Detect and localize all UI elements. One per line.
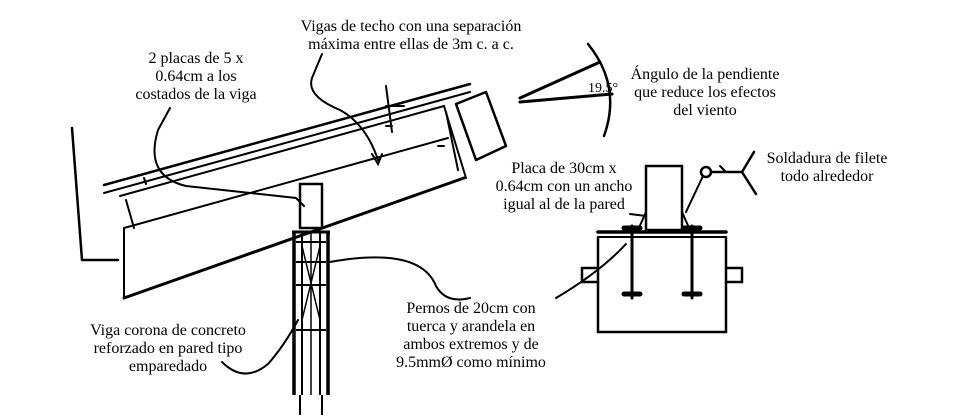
weld-leader xyxy=(685,175,704,213)
label-pernos: Pernos de 20cm con tuerca y arandela en … xyxy=(396,300,546,371)
bond-beam-column xyxy=(292,182,330,415)
weld-fillet-mark xyxy=(719,165,727,173)
angle-line-horizontal xyxy=(518,92,614,104)
tie-1 xyxy=(125,199,135,229)
leader-pernos-right xyxy=(555,243,627,299)
weld-tail xyxy=(740,150,758,196)
flange-right xyxy=(724,266,744,284)
tick-a xyxy=(143,177,147,185)
leader-vigas xyxy=(310,53,379,161)
beam-web-top xyxy=(123,137,449,229)
angle-line-slope xyxy=(518,60,602,100)
tie-2 xyxy=(385,85,393,133)
label-angulo-pendiente: Ángulo de la pendiente que reduce los ef… xyxy=(630,66,780,119)
leader-lines xyxy=(153,53,647,375)
beam-section-box xyxy=(454,90,508,162)
roof-cover-line-2 xyxy=(103,91,471,194)
leader-viga-corona xyxy=(221,319,299,375)
flange-left xyxy=(580,266,600,284)
column-cross-2 xyxy=(301,245,321,321)
leader-placa-30 xyxy=(629,213,647,217)
roof-assembly xyxy=(70,82,508,300)
label-angulo-valor: 19.5° xyxy=(587,81,619,96)
weld-right xyxy=(681,211,691,231)
beam-top-flange xyxy=(119,105,445,197)
label-placa-30: Placa de 30cm x 0.64cm con un ancho igua… xyxy=(495,160,633,213)
angle-arc xyxy=(586,42,612,138)
label-placas-costados: 2 placas de 5 x 0.64cm a los costados de… xyxy=(135,50,257,103)
column-base xyxy=(299,395,323,415)
column-top-block xyxy=(298,182,324,230)
left-wall-edge xyxy=(70,126,120,262)
label-soldadura: Soldadura de filete todo alrededor xyxy=(766,150,888,185)
leader-vigas-arrow xyxy=(371,153,383,167)
roof-cover-line xyxy=(102,82,472,187)
leader-pernos xyxy=(329,256,471,301)
tie-3 xyxy=(445,111,459,171)
label-viga-corona: Viga corona de concreto reforzado en par… xyxy=(90,322,246,375)
slope-angle-symbol xyxy=(518,42,614,138)
label-vigas-techo: Vigas de techo con una separación máxima… xyxy=(300,18,522,53)
plate-detail xyxy=(580,150,758,334)
post xyxy=(644,164,684,232)
leader-placas xyxy=(153,107,305,207)
